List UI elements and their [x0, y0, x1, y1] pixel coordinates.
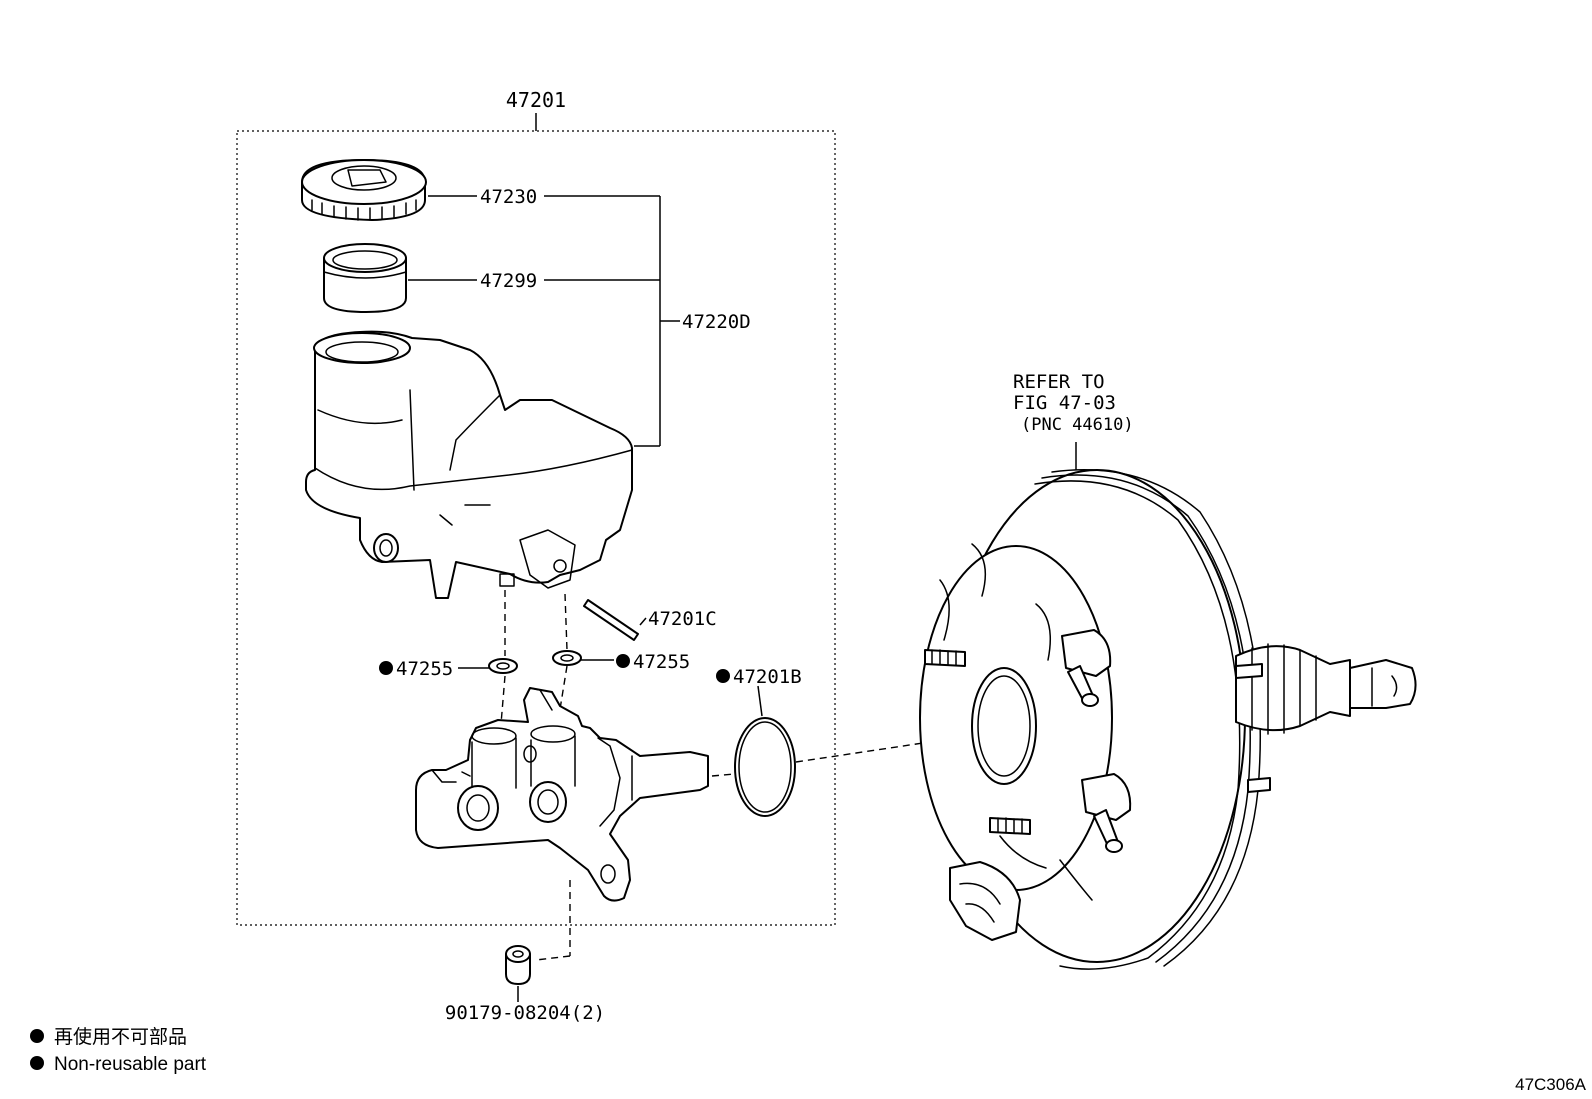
label-grommet-left: 47255	[396, 658, 453, 680]
label-refer-line1: REFER TO	[1013, 371, 1105, 393]
label-cap: 47230	[480, 186, 537, 208]
label-oring: 47201B	[733, 666, 802, 688]
grommet-left	[488, 658, 518, 674]
strainer	[323, 243, 407, 313]
o-ring	[734, 717, 796, 817]
legend-marker-jp	[30, 1029, 44, 1043]
non-reusable-marker-grommet-right	[616, 654, 630, 668]
non-reusable-marker-oring	[716, 669, 730, 683]
label-nut: 90179-08204(2)	[445, 1002, 605, 1024]
label-assembly: 47201	[506, 88, 566, 112]
brake-booster	[919, 469, 1417, 970]
legend-text-en: Non-reusable part	[54, 1054, 207, 1075]
assembly-boundary-box	[236, 130, 836, 926]
figure-code: 47C306A	[1515, 1075, 1587, 1094]
non-reusable-marker-grommet-left	[379, 661, 393, 675]
label-pin: 47201C	[648, 608, 717, 630]
retaining-pin	[583, 599, 639, 641]
reservoir-cap	[301, 159, 427, 221]
master-cylinder	[415, 687, 709, 902]
label-refer-line2: FIG 47-03	[1013, 392, 1116, 414]
flange-nut	[505, 945, 531, 985]
legend-marker-en	[30, 1056, 44, 1070]
reservoir-tank	[305, 330, 633, 599]
label-grommet-right: 47255	[633, 651, 690, 673]
label-reservoir: 47220D	[682, 311, 751, 333]
legend-text-jp: 再使用不可部品	[54, 1026, 187, 1048]
grommet-right	[552, 650, 582, 666]
label-strainer: 47299	[480, 270, 537, 292]
label-refer-line3: (PNC 44610)	[1021, 415, 1134, 435]
